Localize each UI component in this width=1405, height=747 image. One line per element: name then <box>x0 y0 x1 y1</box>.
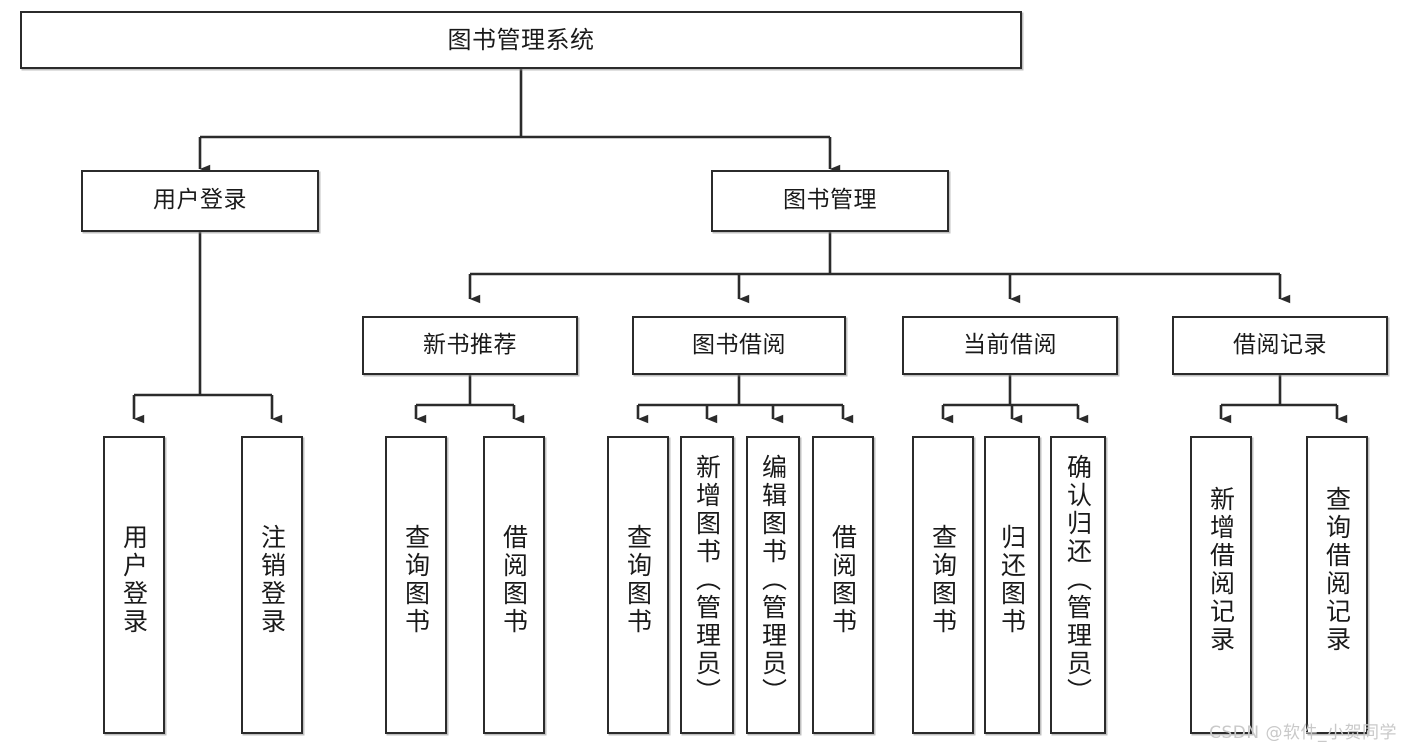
node-leaf-borrow-book-1[interactable]: 借阅图书 <box>483 436 545 734</box>
node-borrow-record-label: 借阅记录 <box>1233 331 1327 358</box>
node-book-manage-label: 图书管理 <box>783 187 877 214</box>
node-leaf-add-book-label: 新增图书（管理员） <box>692 454 722 706</box>
node-leaf-user-login-label: 用户登录 <box>119 524 149 636</box>
node-leaf-query-book-3-label: 查询图书 <box>928 524 958 636</box>
node-leaf-confirm-return[interactable]: 确认归还（管理员） <box>1050 436 1106 734</box>
node-leaf-edit-book-label: 编辑图书（管理员） <box>758 454 788 706</box>
csdn-watermark: CSDN @软件_小贺同学 <box>1209 723 1397 743</box>
node-leaf-query-book-2[interactable]: 查询图书 <box>607 436 669 734</box>
node-current-borrow[interactable]: 当前借阅 <box>902 316 1118 375</box>
node-user-login[interactable]: 用户登录 <box>81 170 319 232</box>
node-new-book-recommend[interactable]: 新书推荐 <box>362 316 578 375</box>
node-root-label: 图书管理系统 <box>447 25 595 54</box>
node-leaf-return-book-label: 归还图书 <box>997 524 1027 636</box>
node-leaf-user-login[interactable]: 用户登录 <box>103 436 165 734</box>
node-leaf-logout[interactable]: 注销登录 <box>241 436 303 734</box>
node-leaf-query-book-3[interactable]: 查询图书 <box>912 436 974 734</box>
node-root[interactable]: 图书管理系统 <box>20 11 1022 69</box>
node-leaf-add-record[interactable]: 新增借阅记录 <box>1190 436 1252 734</box>
node-new-book-recommend-label: 新书推荐 <box>423 331 517 358</box>
node-leaf-logout-label: 注销登录 <box>257 524 287 636</box>
node-book-manage[interactable]: 图书管理 <box>711 170 949 232</box>
node-leaf-borrow-book-2-label: 借阅图书 <box>828 524 858 636</box>
node-leaf-query-book-1-label: 查询图书 <box>401 524 431 636</box>
node-leaf-borrow-book-2[interactable]: 借阅图书 <box>812 436 874 734</box>
node-user-login-label: 用户登录 <box>153 187 247 214</box>
node-book-borrow-label: 图书借阅 <box>692 331 786 358</box>
node-current-borrow-label: 当前借阅 <box>963 331 1057 358</box>
node-leaf-query-record-label: 查询借阅记录 <box>1322 486 1352 654</box>
node-leaf-query-book-2-label: 查询图书 <box>623 524 653 636</box>
node-leaf-add-record-label: 新增借阅记录 <box>1206 486 1236 654</box>
node-borrow-record[interactable]: 借阅记录 <box>1172 316 1388 375</box>
node-leaf-confirm-return-label: 确认归还（管理员） <box>1063 454 1093 706</box>
node-book-borrow[interactable]: 图书借阅 <box>632 316 846 375</box>
node-leaf-borrow-book-1-label: 借阅图书 <box>499 524 529 636</box>
node-leaf-query-book-1[interactable]: 查询图书 <box>385 436 447 734</box>
node-leaf-query-record[interactable]: 查询借阅记录 <box>1306 436 1368 734</box>
node-leaf-add-book[interactable]: 新增图书（管理员） <box>680 436 734 734</box>
node-leaf-return-book[interactable]: 归还图书 <box>984 436 1040 734</box>
node-leaf-edit-book[interactable]: 编辑图书（管理员） <box>746 436 800 734</box>
